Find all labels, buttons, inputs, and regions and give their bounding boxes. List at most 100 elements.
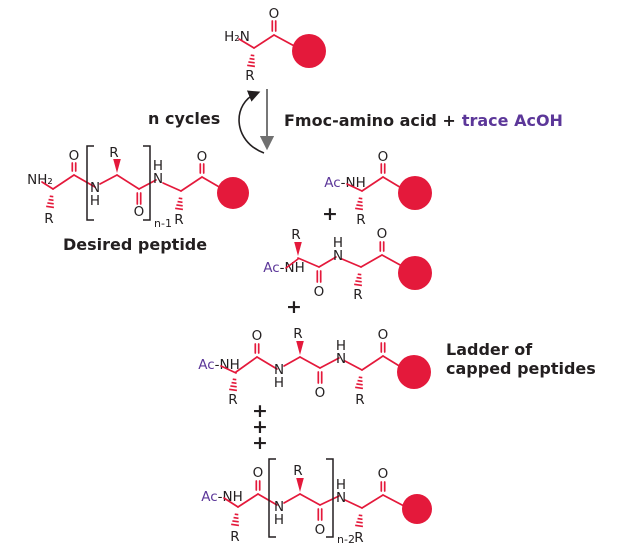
amide-h-label: H	[333, 235, 343, 251]
cap-label: Ac-NH	[324, 175, 366, 191]
ac-cap-text: Ac	[263, 260, 279, 276]
plus-sign: +	[252, 432, 268, 454]
nh-text: -NH	[280, 260, 305, 276]
cycle-arc-icon	[238, 90, 265, 154]
plus-sign: +	[252, 416, 268, 438]
carbonyl-o-label: O	[252, 328, 263, 344]
bold-wedge-icon	[296, 341, 304, 355]
ac-cap-text: Ac	[201, 489, 217, 505]
amide-h-label: H	[153, 158, 163, 174]
n-cycles-label: n cycles	[148, 109, 220, 128]
hashed-wedge-icon	[353, 273, 365, 287]
amide-h-label: H	[336, 338, 346, 354]
hashed-wedge-icon	[228, 378, 240, 392]
ac-cap-text: Ac	[198, 357, 214, 373]
r-group-label: R	[293, 326, 302, 342]
ac-cap-text: Ac	[324, 175, 340, 191]
structure-capped-aa: Ac-NH R O	[324, 149, 432, 228]
bracket-open	[268, 458, 276, 538]
resin-bead-icon	[217, 177, 249, 209]
cap-label: Ac-NH	[201, 489, 243, 505]
amide-n-label: N	[336, 490, 346, 506]
plus-sign: +	[322, 203, 338, 225]
desired-peptide-caption: Desired peptide	[63, 235, 207, 254]
carbonyl-o-label: O	[378, 149, 389, 165]
bond-lines	[346, 163, 404, 192]
r-group-label: R	[174, 212, 183, 228]
resin-bead-icon	[292, 34, 326, 68]
carbonyl-o-label: O	[378, 327, 389, 343]
resin-bead-icon	[402, 494, 432, 524]
r-group-label: R	[291, 227, 300, 243]
r-group-label: R	[109, 145, 118, 161]
carbonyl-o-label: O	[134, 204, 145, 220]
carbonyl-o-label: O	[269, 6, 280, 22]
amide-h-label: H	[274, 512, 284, 528]
amide-n-label: N	[153, 171, 163, 187]
structure-capped-n-peptide: Ac-NH R O N H R O n-2 H N	[201, 458, 432, 546]
plus-sign: +	[252, 400, 268, 422]
r-group-label: R	[228, 392, 237, 408]
reaction-arrows	[238, 89, 275, 154]
carbonyl-o-label: O	[69, 148, 80, 164]
r-group-label: R	[356, 212, 365, 228]
hashed-wedge-icon	[354, 376, 366, 390]
reagent-label: Fmoc-amino acid + trace AcOH	[284, 111, 563, 130]
amide-h-label: H	[274, 375, 284, 391]
hashed-wedge-icon	[246, 54, 258, 68]
nh-text: -NH	[341, 175, 366, 191]
r-group-label: R	[245, 68, 254, 84]
resin-bead-icon	[398, 256, 432, 290]
amide-n-label: N	[274, 499, 284, 515]
bond-lines	[285, 241, 403, 283]
bold-wedge-icon	[294, 242, 302, 256]
r-group-label: R	[293, 463, 302, 479]
trace-acoh-text: trace AcOH	[462, 111, 563, 130]
r-group-label: R	[355, 392, 364, 408]
repeat-subscript: n-1	[154, 217, 172, 230]
structure-capped-tripeptide: Ac-NH R O N H R O H N R O	[198, 326, 431, 408]
cap-label: Ac-NH	[263, 260, 305, 276]
resin-bead-icon	[398, 176, 432, 210]
bond-lines	[223, 480, 405, 521]
r-group-label: R	[354, 530, 363, 546]
bracket-close	[326, 458, 334, 538]
r-group-label: R	[230, 529, 239, 545]
carbonyl-o-label: O	[315, 385, 326, 401]
nh-text: -NH	[215, 357, 240, 373]
bond-lines	[41, 162, 222, 205]
carbonyl-o-label: O	[197, 149, 208, 165]
amide-h-label: H	[90, 193, 100, 209]
resin-bead-icon	[397, 355, 431, 389]
nh-text: -NH	[218, 489, 243, 505]
bond-lines	[220, 342, 402, 384]
ladder-caption-line2: capped peptides	[446, 359, 596, 378]
hashed-wedge-icon	[354, 197, 366, 211]
bold-wedge-icon	[113, 159, 121, 173]
bold-wedge-icon	[296, 478, 304, 492]
repeat-subscript: n-2	[337, 533, 355, 546]
bracket-open	[86, 145, 94, 221]
structure-desired-peptide: NH₂ R O N H R O n-1 H N	[27, 145, 249, 230]
structure-start-material: H₂N R O	[224, 6, 326, 84]
r-group-label: R	[353, 287, 362, 303]
ladder-caption-line1: Ladder of	[446, 340, 533, 359]
amide-h-label: H	[336, 477, 346, 493]
cap-label: Ac-NH	[198, 357, 240, 373]
hashed-wedge-icon	[354, 514, 366, 528]
carbonyl-o-label: O	[253, 465, 264, 481]
amide-n-label: N	[336, 351, 346, 367]
hashed-wedge-icon	[230, 513, 242, 527]
carbonyl-o-label: O	[315, 522, 326, 538]
carbonyl-o-label: O	[314, 284, 325, 300]
amide-n-label: N	[333, 248, 343, 264]
plus-sign: +	[286, 296, 302, 318]
bracket-close	[143, 145, 151, 221]
amide-n-label: N	[274, 362, 284, 378]
carbonyl-o-label: O	[378, 466, 389, 482]
carbonyl-o-label: O	[377, 226, 388, 242]
fmoc-reagent-text: Fmoc-amino acid +	[284, 111, 456, 130]
amide-n-label: N	[90, 180, 100, 196]
